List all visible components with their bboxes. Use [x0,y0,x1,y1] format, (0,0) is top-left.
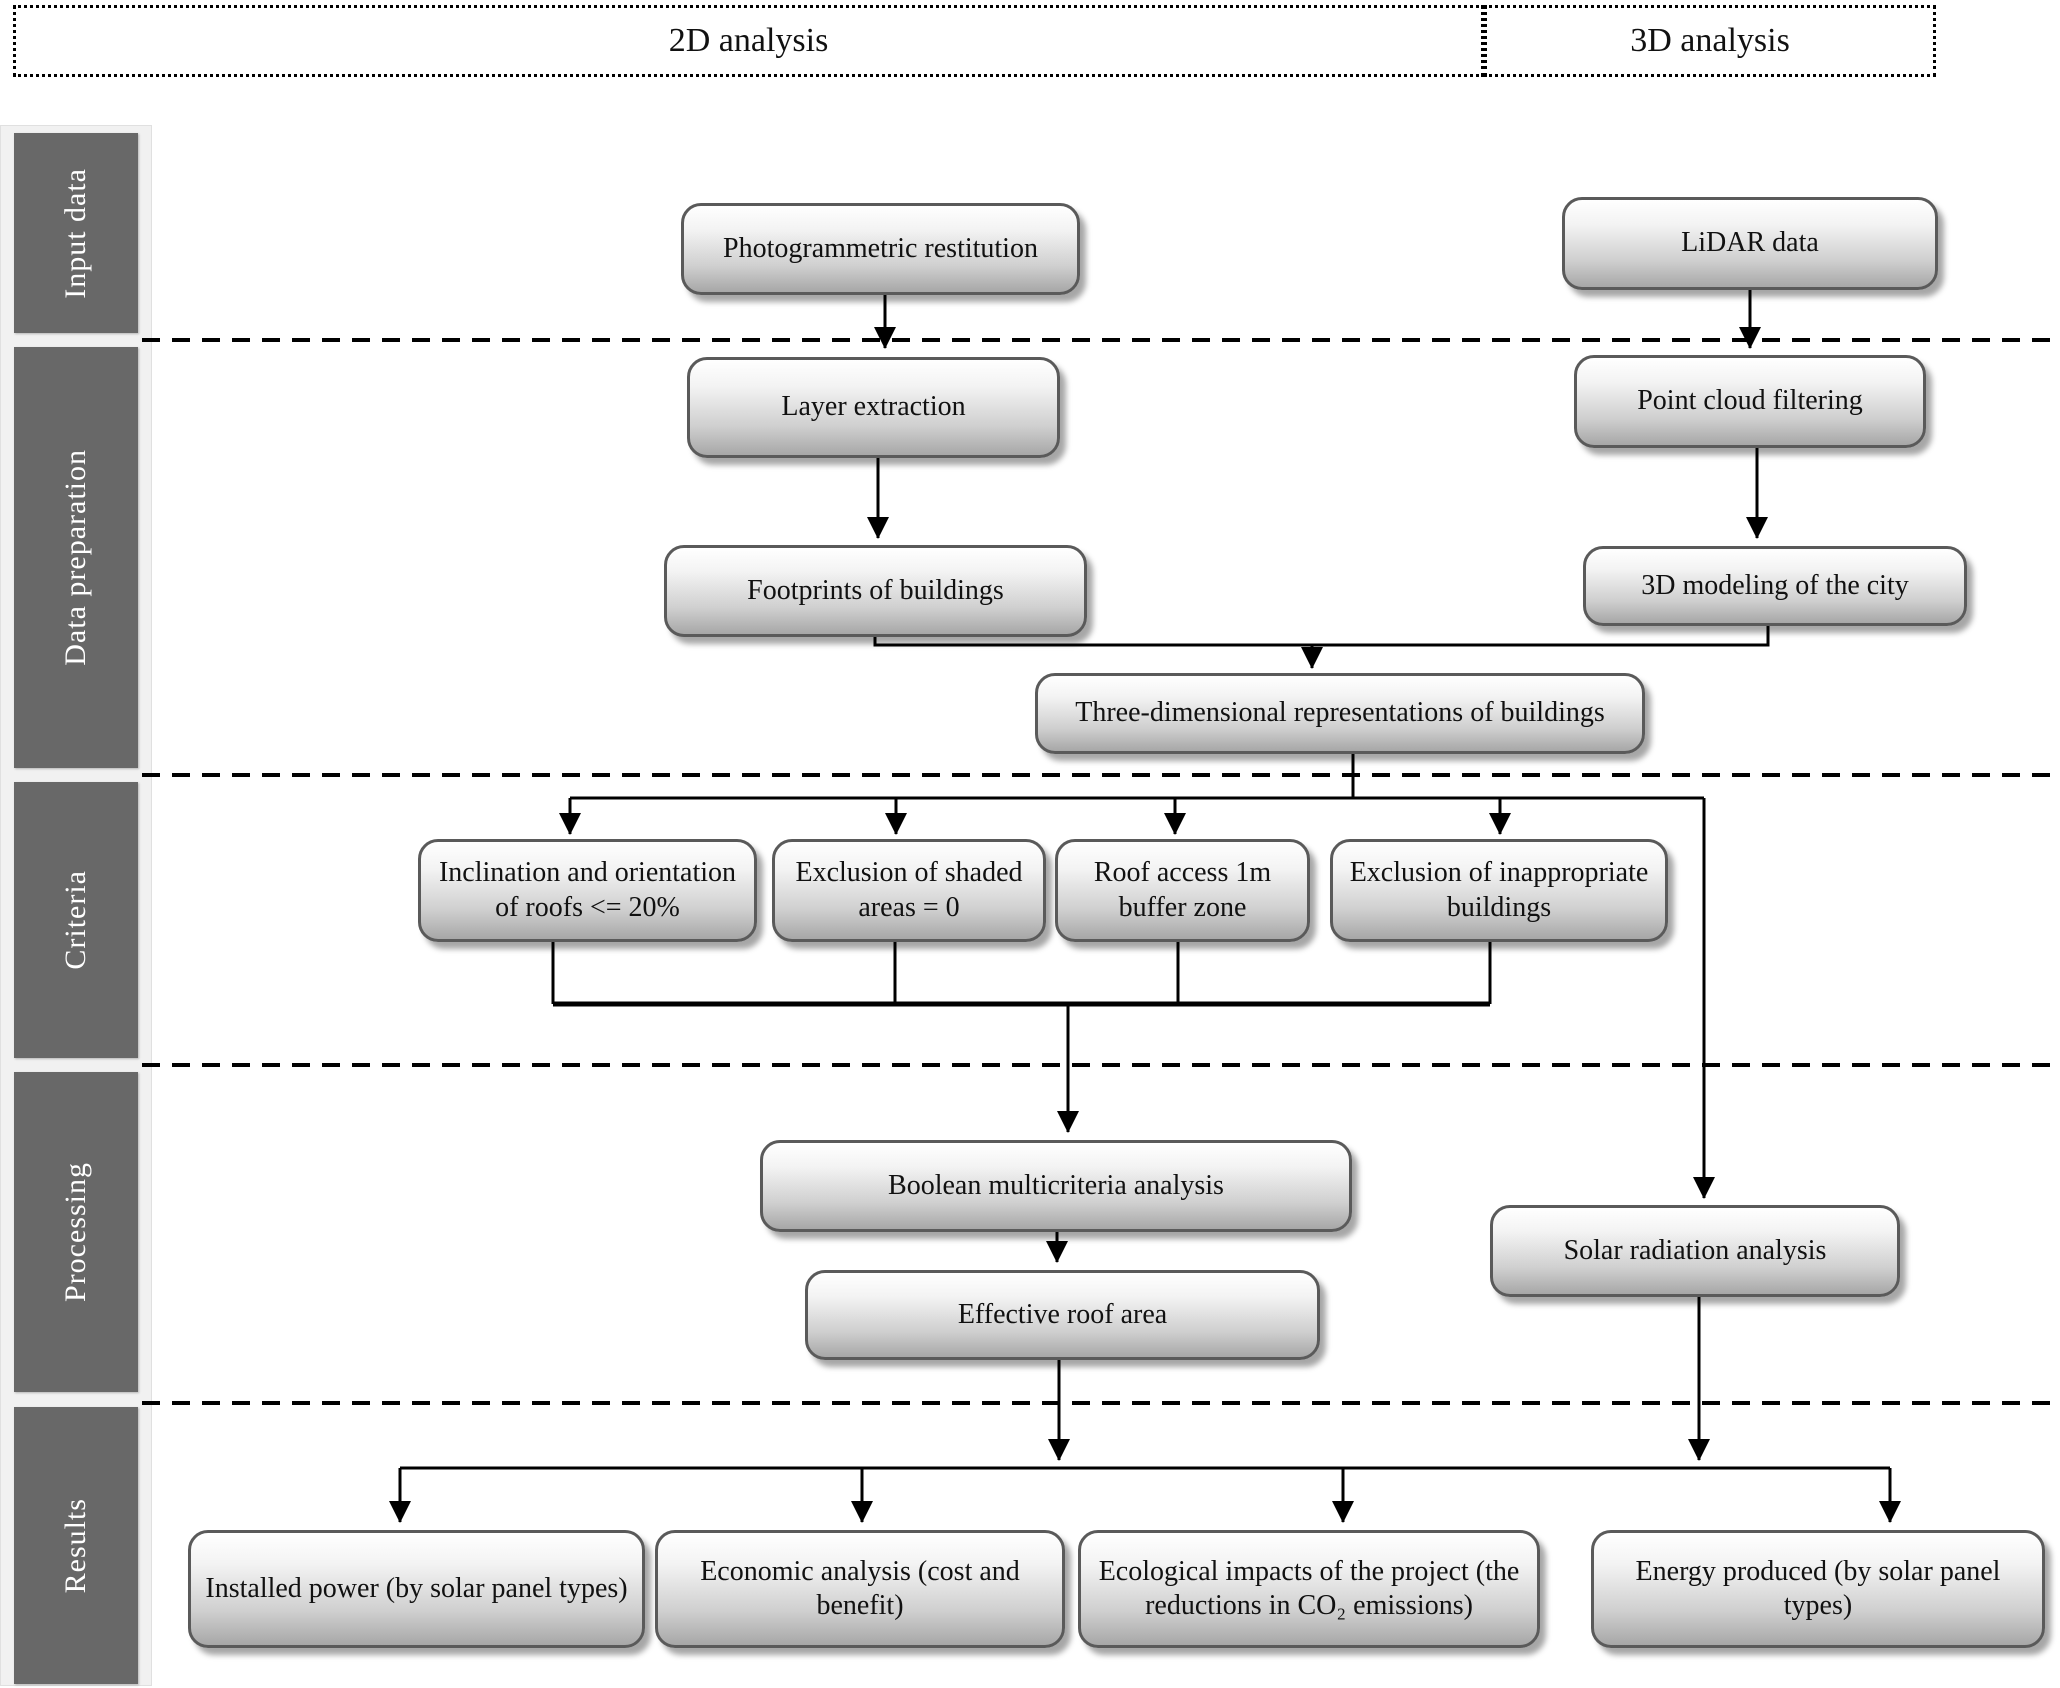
node-economic-analysis: Economic analysis (cost and benefit) [655,1530,1065,1648]
sidebar-label-results: Results [59,1497,92,1594]
node-label: LiDAR data [1681,227,1819,259]
sidebar-row-results: Results [14,1407,138,1684]
node-lidar-data: LiDAR data [1562,197,1938,290]
node-criteria-exclusion-inappropriate: Exclusion of inappropriate buildings [1330,839,1668,942]
node-three-dimensional-representations: Three-dimensional representations of bui… [1035,673,1645,754]
node-label: Point cloud filtering [1637,385,1863,417]
node-criteria-inclination-orientation: Inclination and orientation of roofs <= … [418,839,757,942]
node-label: Solar radiation analysis [1563,1234,1827,1266]
node-label: Economic analysis (cost and benefit) [700,1555,1020,1621]
sidebar-row-criteria: Criteria [14,782,138,1058]
node-energy-produced: Energy produced (by solar panel types) [1591,1530,2045,1648]
node-label: Exclusion of inappropriate buildings [1349,857,1649,923]
sidebar-row-input-data: Input data [14,133,138,333]
header-3d-analysis: 3D analysis [1484,5,1936,77]
node-label: Photogrammetric restitution [723,232,1038,264]
node-boolean-multicriteria-analysis: Boolean multicriteria analysis [760,1140,1352,1232]
sidebar-label-data-preparation: Data preparation [59,449,92,666]
sidebar-label-processing: Processing [59,1162,92,1302]
node-label: Ecological impacts of the project (the r… [1098,1555,1520,1621]
node-installed-power: Installed power (by solar panel types) [188,1530,645,1648]
node-label: Roof access 1m buffer zone [1093,857,1272,923]
sidebar-row-data-preparation: Data preparation [14,347,138,768]
node-label: Boolean multicriteria analysis [888,1169,1224,1201]
node-effective-roof-area: Effective roof area [805,1270,1320,1360]
header-2d-label: 2D analysis [668,22,829,59]
node-label: Energy produced (by solar panel types) [1635,1555,2001,1621]
node-3d-modeling-of-city: 3D modeling of the city [1583,546,1967,626]
node-label: Inclination and orientation of roofs <= … [438,857,737,923]
node-photogrammetric-restitution: Photogrammetric restitution [681,203,1080,295]
node-label: Three-dimensional representations of bui… [1075,697,1605,729]
node-label: Layer extraction [781,391,966,423]
node-solar-radiation-analysis: Solar radiation analysis [1490,1205,1900,1297]
node-point-cloud-filtering: Point cloud filtering [1574,355,1926,448]
header-2d-analysis: 2D analysis [13,5,1484,77]
node-label: Installed power (by solar panel types) [205,1572,628,1604]
header-3d-label: 3D analysis [1630,22,1790,59]
sidebar-label-criteria: Criteria [59,870,92,970]
node-label: Exclusion of shaded areas = 0 [795,857,1023,923]
node-ecological-impacts: Ecological impacts of the project (the r… [1078,1530,1540,1648]
sidebar-label-input-data: Input data [59,167,92,299]
node-criteria-roof-access-buffer: Roof access 1m buffer zone [1055,839,1310,942]
node-criteria-exclusion-shaded-areas: Exclusion of shaded areas = 0 [772,839,1046,942]
node-label: Effective roof area [957,1298,1168,1330]
sidebar-row-processing: Processing [14,1072,138,1392]
node-footprints-of-buildings: Footprints of buildings [664,545,1087,637]
node-label: Footprints of buildings [747,574,1004,606]
node-layer-extraction: Layer extraction [687,357,1060,458]
node-label: 3D modeling of the city [1641,569,1909,601]
